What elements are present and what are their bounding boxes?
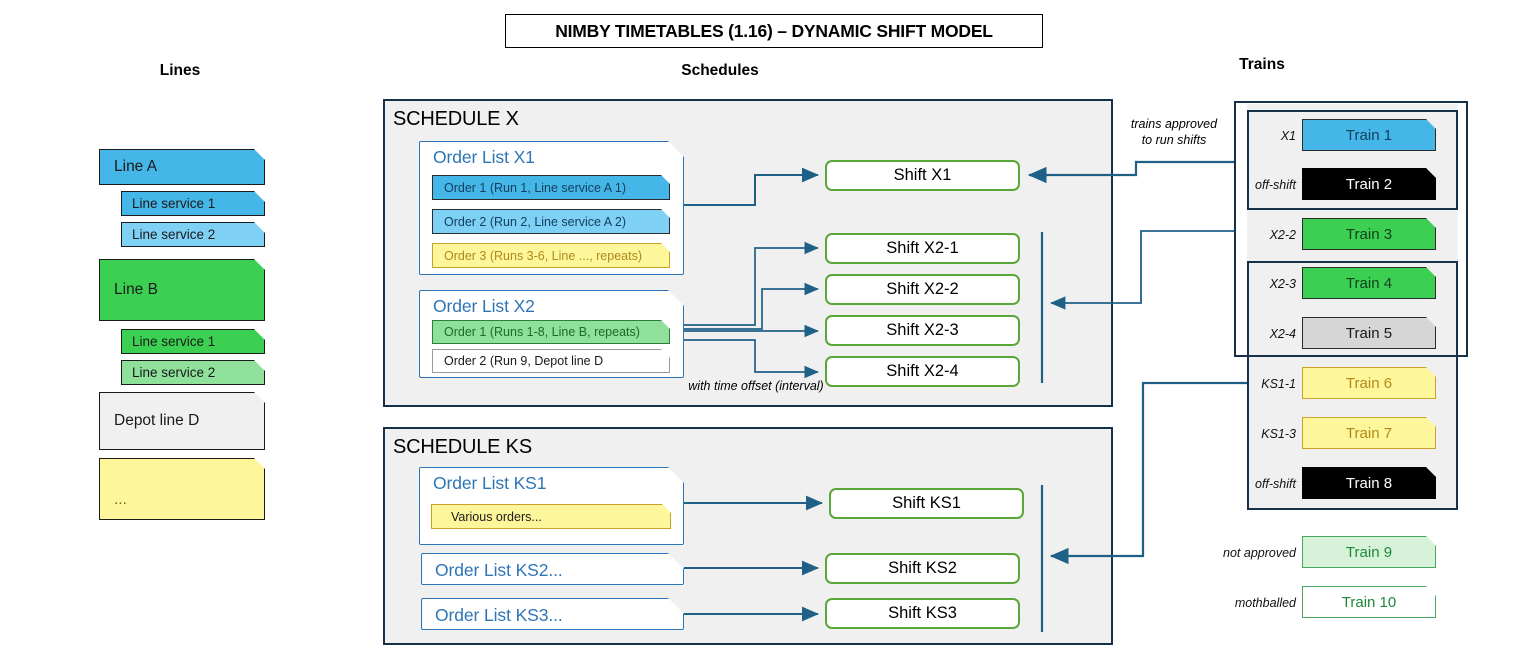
train-tag-6: KS1-1 [1261,377,1296,391]
line-card-label: Line service 2 [132,227,216,242]
shift-label: Shift X1 [893,166,952,184]
train-chip-6[interactable]: Train 6 [1302,367,1436,399]
column-heading-schedules: Schedules [681,62,759,79]
order-list-x1-title: Order List X1 [433,147,535,167]
order-chip-x2-1[interactable]: Order 1 (Runs 1-8, Line B, repeats) [432,320,670,344]
order-chip-x1-1[interactable]: Order 1 (Run 1, Line service A 1) [432,175,670,200]
train-chip-10[interactable]: Train 10 [1302,586,1436,618]
order-chip-label: Order 2 (Run 2, Line service A 2) [444,214,627,229]
train-tag-1: X1 [1280,129,1296,143]
train-chip-4[interactable]: Train 4 [1302,267,1436,299]
train-chip-3[interactable]: Train 3 [1302,218,1436,250]
shift-ks2[interactable]: Shift KS2 [825,553,1020,584]
order-chip-label: Various orders... [451,509,542,524]
train-tag-7: KS1-3 [1261,427,1296,441]
shift-x1[interactable]: Shift X1 [825,160,1020,191]
schedule-ks-title: SCHEDULE KS [393,436,532,458]
line-card-label: ... [114,491,127,508]
line-card-service-a2[interactable]: Line service 2 [121,222,265,247]
trains-group-outer-box [1234,101,1468,357]
line-card-label: Line service 1 [132,196,216,211]
annotation-trains-approved: trains approved to run shifts [1113,117,1235,148]
train-tag-4: X2-3 [1269,277,1296,291]
line-card-depot-line-d[interactable]: Depot line D [99,392,265,450]
shift-ks3[interactable]: Shift KS3 [825,598,1020,629]
train-chip-1[interactable]: Train 1 [1302,119,1436,151]
order-chip-label: Order 2 (Run 9, Depot line D [444,354,604,368]
train-chip-5[interactable]: Train 5 [1302,317,1436,349]
order-chip-ks1-1[interactable]: Various orders... [431,504,671,529]
order-chip-label: Order 3 (Runs 3-6, Line ..., repeats) [444,248,643,263]
column-heading-trains: Trains [1239,56,1285,73]
trains-group-x1-box [1247,110,1458,210]
line-card-more[interactable]: ... [99,458,265,520]
annotation-line-2: to run shifts [1141,132,1207,147]
train-tag-8: off-shift [1255,477,1296,491]
page-title: NIMBY TIMETABLES (1.16) – DYNAMIC SHIFT … [505,14,1043,48]
train-tag-2: off-shift [1255,178,1296,192]
shift-ks1[interactable]: Shift KS1 [829,488,1024,519]
train-label: Train 5 [1345,324,1393,342]
order-list-ks1-title: Order List KS1 [433,473,547,493]
shift-x2-2[interactable]: Shift X2-2 [825,274,1020,305]
order-list-ks3[interactable]: Order List KS3... [421,598,684,630]
train-label: Train 1 [1345,126,1393,144]
shift-x2-3[interactable]: Shift X2-3 [825,315,1020,346]
train-label: Train 2 [1345,175,1393,193]
line-card-service-b2[interactable]: Line service 2 [121,360,265,385]
line-card-label: Line service 2 [132,365,216,380]
line-card-service-a1[interactable]: Line service 1 [121,191,265,216]
shift-label: Shift X2-2 [886,280,959,298]
shift-label: Shift X2-3 [886,321,959,339]
order-list-ks2[interactable]: Order List KS2... [421,553,684,585]
shift-label: Shift KS1 [892,494,961,512]
train-chip-7[interactable]: Train 7 [1302,417,1436,449]
shift-label: Shift X2-4 [886,362,959,380]
line-card-label: Depot line D [114,412,200,429]
line-card-label: Line A [114,158,158,175]
shift-label: Shift KS3 [888,604,957,622]
column-heading-lines: Lines [159,62,201,79]
shift-x2-4[interactable]: Shift X2-4 [825,356,1020,387]
train-tag-3: X2-2 [1269,228,1296,242]
train-chip-2[interactable]: Train 2 [1302,168,1436,200]
train-label: Train 9 [1345,543,1393,561]
line-card-label: Line B [114,281,158,298]
line-card-line-a[interactable]: Line A [99,149,265,185]
order-chip-x1-2[interactable]: Order 2 (Run 2, Line service A 2) [432,209,670,234]
order-chip-label: Order 1 (Run 1, Line service A 1) [444,180,627,195]
shift-label: Shift KS2 [888,559,957,577]
line-card-line-b[interactable]: Line B [99,259,265,321]
train-label: Train 6 [1345,374,1393,392]
train-label: Train 8 [1345,474,1393,492]
order-chip-x2-2[interactable]: Order 2 (Run 9, Depot line D [432,349,670,373]
line-card-service-b1[interactable]: Line service 1 [121,329,265,354]
order-chip-label: Order 1 (Runs 1-8, Line B, repeats) [444,325,640,339]
line-card-label: Line service 1 [132,334,216,349]
order-list-ks3-title: Order List KS3... [435,605,563,625]
train-tag-5: X2-4 [1269,327,1296,341]
annotation-time-offset: with time offset (interval) [688,379,824,393]
order-list-x2-title: Order List X2 [433,296,535,316]
train-label: Train 10 [1341,593,1397,611]
train-label: Train 3 [1345,225,1393,243]
shift-label: Shift X2-1 [886,239,959,257]
train-chip-9[interactable]: Train 9 [1302,536,1436,568]
train-tag-10: mothballed [1234,596,1296,610]
train-tag-9: not approved [1223,546,1296,560]
schedule-x-title: SCHEDULE X [393,108,519,130]
train-label: Train 7 [1345,424,1393,442]
annotation-line-1: trains approved [1130,117,1218,131]
shift-x2-1[interactable]: Shift X2-1 [825,233,1020,264]
train-label: Train 4 [1345,274,1393,292]
order-list-ks2-title: Order List KS2... [435,560,563,580]
trains-group-ks-box [1247,261,1458,510]
order-chip-x1-3[interactable]: Order 3 (Runs 3-6, Line ..., repeats) [432,243,670,268]
train-chip-8[interactable]: Train 8 [1302,467,1436,499]
